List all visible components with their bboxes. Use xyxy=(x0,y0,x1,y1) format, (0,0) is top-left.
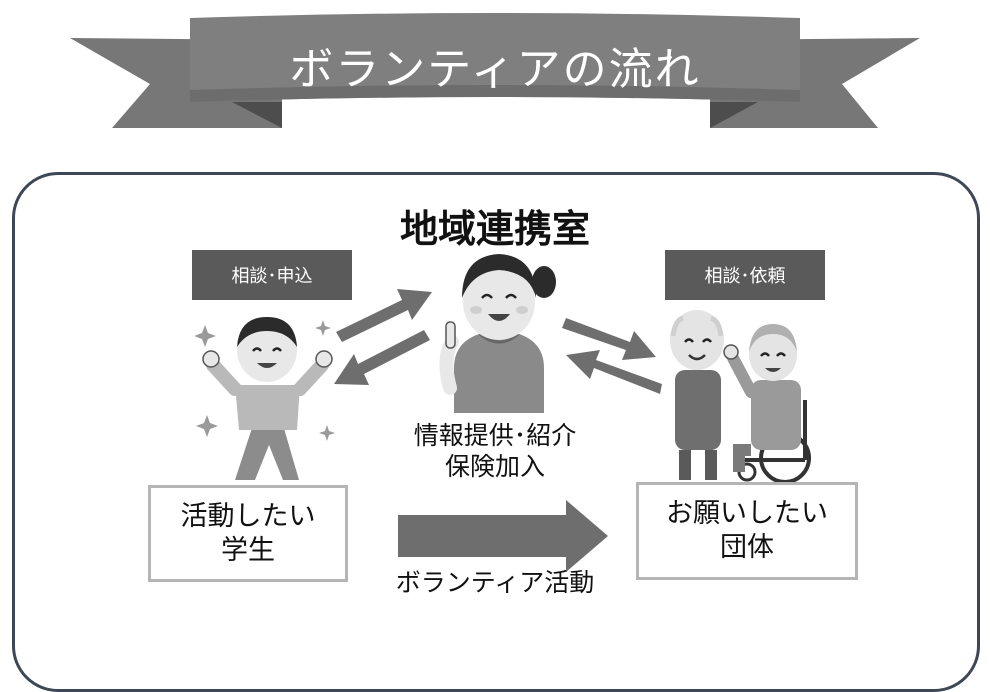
hub-services-caption: 情報提供･紹介 保険加入 xyxy=(330,420,660,483)
student-box: 活動したい 学生 xyxy=(148,485,348,582)
elderly-couple-illustration xyxy=(670,310,811,484)
ribbon-right-fold xyxy=(710,102,758,128)
student-label-line1: 活動したい xyxy=(180,500,316,532)
group-label-line2: 団体 xyxy=(720,532,774,563)
consult-request-badge: 相談･依頼 xyxy=(665,250,825,300)
hub-services-line1: 情報提供･紹介 xyxy=(413,421,577,450)
flow-arrows xyxy=(334,289,662,572)
hub-title: 地域連携室 xyxy=(399,207,590,251)
sparkle-icon xyxy=(195,320,335,441)
arrow-group-to-hub xyxy=(566,350,662,394)
arrow-volunteer-activity xyxy=(398,500,608,572)
ribbon-banner xyxy=(70,13,920,128)
group-label-line1: お願いしたい xyxy=(666,498,828,530)
group-box: お願いしたい 団体 xyxy=(636,482,858,580)
arrow-hub-to-group xyxy=(562,318,656,360)
ribbon-left-fold xyxy=(232,102,282,128)
staff-person-illustration xyxy=(439,254,556,413)
ribbon-center xyxy=(190,13,800,102)
student-illustration xyxy=(195,317,335,480)
student-label-line2: 学生 xyxy=(221,534,275,566)
hub-services-line2: 保険加入 xyxy=(444,452,545,482)
consult-apply-badge: 相談･申込 xyxy=(192,250,352,300)
arrow-student-to-hub xyxy=(336,289,432,342)
volunteer-activity-caption: ボランティア活動 xyxy=(395,568,595,597)
arrow-hub-to-student xyxy=(334,330,430,385)
banner-title: ボランティアの流れ xyxy=(289,44,701,95)
ribbon-center-shade xyxy=(190,85,800,102)
